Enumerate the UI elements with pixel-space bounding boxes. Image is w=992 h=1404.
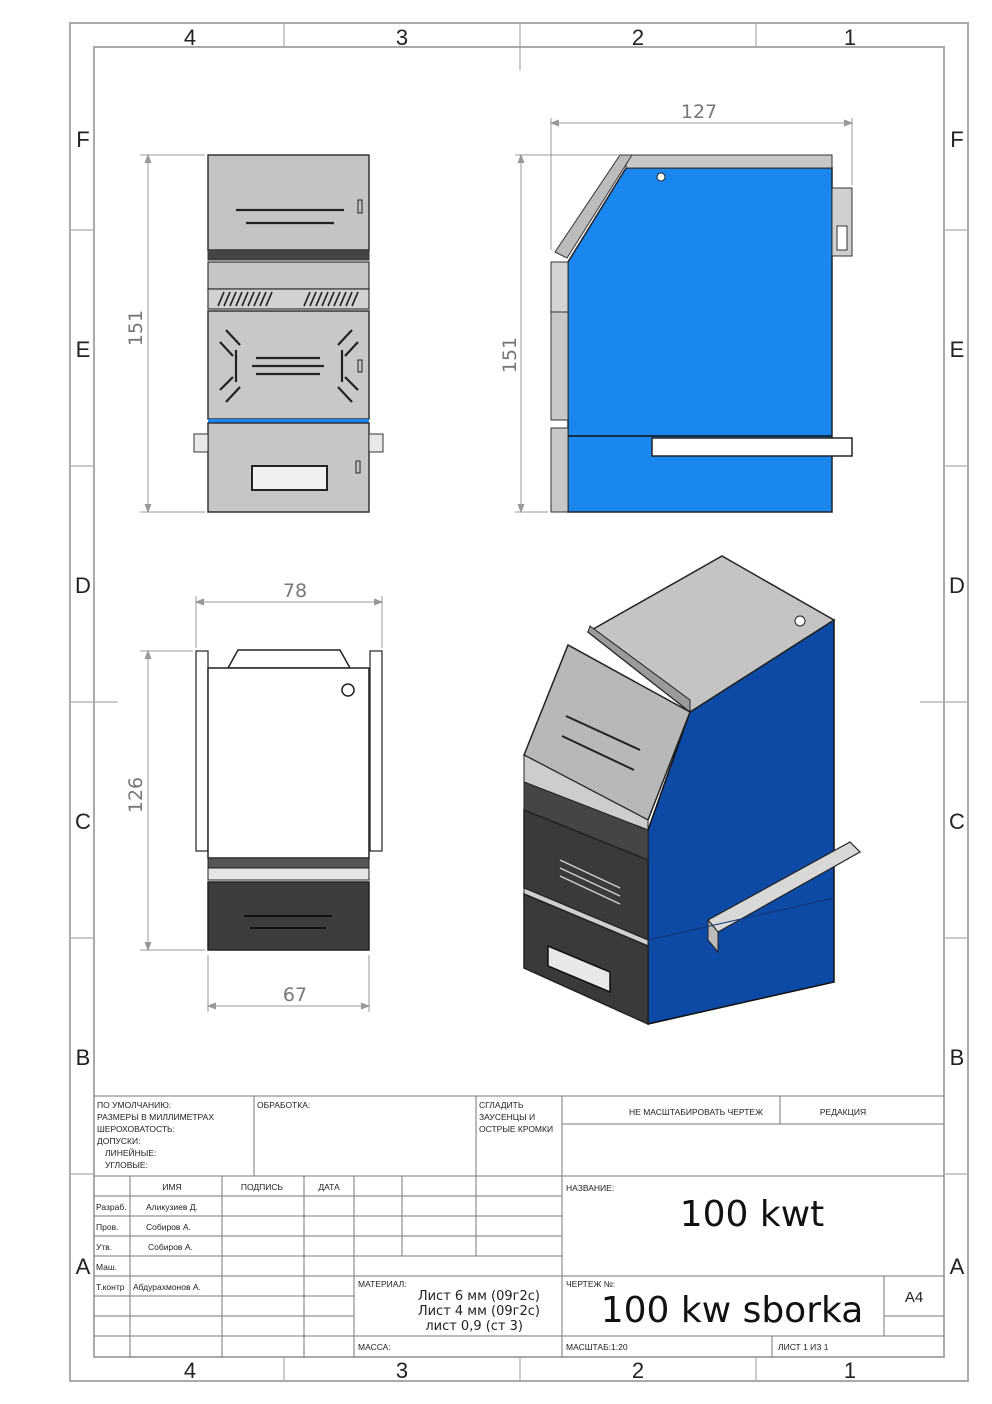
rear-view bbox=[195, 649, 383, 951]
sheet-count: ЛИСТ 1 ИЗ 1 bbox=[778, 1342, 829, 1352]
mass-label: МАССА: bbox=[358, 1342, 391, 1352]
front-view bbox=[193, 154, 384, 513]
zone-col-4-bottom: 4 bbox=[184, 1358, 196, 1383]
zone-row-b-left: B bbox=[76, 1045, 91, 1070]
zone-col-4-top: 4 bbox=[184, 25, 196, 50]
zone-row-d-left: D bbox=[75, 573, 91, 598]
defaults-line-1: ПО УМОЛЧАНИЮ: bbox=[97, 1100, 171, 1110]
role-checker: Пров. bbox=[96, 1222, 118, 1232]
zone-row-d-right: D bbox=[949, 573, 965, 598]
zone-col-3-bottom: 3 bbox=[396, 1358, 408, 1383]
zone-row-a-left: A bbox=[76, 1254, 91, 1279]
drawing-number: 100 kw sborka bbox=[601, 1290, 864, 1331]
side-dimension-lines bbox=[515, 118, 854, 514]
front-height-dim: 151 bbox=[125, 310, 147, 346]
defaults-line-4: ДОПУСКИ: bbox=[97, 1136, 140, 1146]
name-checker: Собиров А. bbox=[146, 1222, 191, 1232]
zone-row-f-right: F bbox=[950, 127, 963, 152]
material-line-1: Лист 6 мм (09г2с) bbox=[418, 1289, 540, 1304]
name-developer: Аликузиев Д. bbox=[146, 1202, 198, 1212]
name-approver: Собиров А. bbox=[148, 1242, 193, 1252]
material-line-3: лист 0,9 (ст 3) bbox=[425, 1319, 523, 1334]
rear-width-bottom-dim: 67 bbox=[283, 984, 307, 1006]
side-width-dim: 127 bbox=[681, 101, 717, 123]
col-date-header: ДАТА bbox=[318, 1182, 340, 1192]
title-block-grid bbox=[94, 1095, 944, 1357]
col-signature-header: ПОДПИСЬ bbox=[241, 1182, 284, 1192]
sheet-size: A4 bbox=[905, 1289, 923, 1306]
defaults-line-5: ЛИНЕЙНЫЕ: bbox=[105, 1147, 156, 1158]
role-control: Т.контр bbox=[96, 1282, 125, 1292]
zone-row-e-left: E bbox=[76, 337, 91, 362]
zone-col-1-top: 1 bbox=[844, 25, 856, 50]
deburr-line-3: ОСТРЫЕ КРОМКИ bbox=[479, 1124, 553, 1134]
revision-label: РЕДАКЦИЯ bbox=[820, 1107, 866, 1117]
zone-ticks bbox=[70, 23, 968, 1381]
zone-col-2-bottom: 2 bbox=[632, 1358, 644, 1383]
side-height-dim: 151 bbox=[499, 337, 521, 373]
deburr-line-1: СГЛАДИТЬ bbox=[479, 1100, 524, 1110]
defaults-line-2: РАЗМЕРЫ В МИЛЛИМЕТРАХ bbox=[97, 1112, 214, 1122]
no-scale-label: НЕ МАСШТАБИРОВАТЬ ЧЕРТЕЖ bbox=[629, 1107, 763, 1117]
zone-col-1-bottom: 1 bbox=[844, 1358, 856, 1383]
name-control: Абдурахмонов А. bbox=[133, 1282, 201, 1292]
zone-row-a-right: A bbox=[950, 1254, 965, 1279]
isometric-view bbox=[523, 555, 861, 1026]
col-name-header: ИМЯ bbox=[162, 1182, 181, 1192]
side-view bbox=[550, 154, 853, 513]
rear-width-top-dim: 78 bbox=[283, 580, 307, 602]
rear-dimension-lines bbox=[140, 596, 384, 1012]
drawing-title: 100 kwt bbox=[680, 1194, 825, 1235]
zone-row-f-left: F bbox=[76, 127, 89, 152]
zone-row-b-right: B bbox=[950, 1045, 965, 1070]
material-line-2: Лист 4 мм (09г2с) bbox=[418, 1304, 540, 1319]
material-label: МАТЕРИАЛ: bbox=[358, 1279, 407, 1289]
defaults-line-6: УГЛОВЫЕ: bbox=[105, 1160, 148, 1170]
role-mach: Маш. bbox=[96, 1262, 117, 1272]
role-approver: Утв. bbox=[96, 1242, 112, 1252]
drawing-no-label: ЧЕРТЕЖ №: bbox=[566, 1279, 615, 1289]
role-developer: Разраб. bbox=[96, 1202, 127, 1212]
scale-label: МАСШТАБ:1:20 bbox=[566, 1342, 628, 1352]
deburr-line-2: ЗАУСЕНЦЫ И bbox=[479, 1112, 535, 1122]
rear-height-dim: 126 bbox=[125, 777, 147, 813]
zone-row-c-right: C bbox=[949, 809, 965, 834]
finish-label: ОБРАБОТКА: bbox=[257, 1100, 310, 1110]
zone-row-e-right: E bbox=[950, 337, 965, 362]
zone-col-3-top: 3 bbox=[396, 25, 408, 50]
name-label: НАЗВАНИЕ: bbox=[566, 1183, 614, 1193]
zone-row-c-left: C bbox=[75, 809, 91, 834]
front-dimension-line bbox=[140, 153, 205, 514]
defaults-line-3: ШЕРОХОВАТОСТЬ: bbox=[97, 1124, 175, 1134]
zone-col-2-top: 2 bbox=[632, 25, 644, 50]
